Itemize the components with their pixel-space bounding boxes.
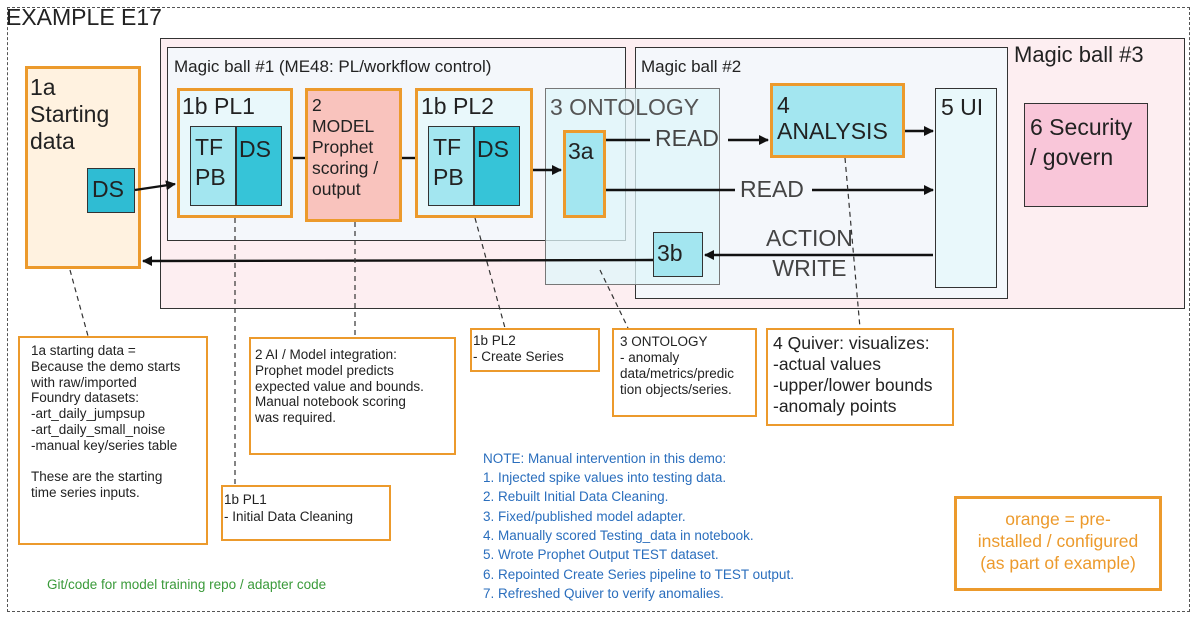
example-frame (7, 7, 1190, 612)
annotation-1a-box (18, 336, 208, 545)
ds-pl2-box (474, 126, 520, 206)
ds-starting-label: DS (92, 176, 124, 202)
starting-data-box (25, 66, 141, 269)
node-3a-box (563, 130, 606, 218)
pl1-label: 1b PL1 (182, 93, 255, 119)
tf-pb-label-2: TF PB (433, 134, 464, 190)
note-title: NOTE: Manual intervention in this demo: (483, 451, 727, 466)
annotation-pl2-box (470, 328, 600, 372)
tf-pb-box-1 (190, 126, 236, 206)
model-box (305, 88, 402, 222)
note-item-5: 5. Wrote Prophet Output TEST dataset. (483, 547, 719, 562)
annotation-analysis-box (766, 328, 954, 426)
ui-label: 5 UI (941, 94, 984, 120)
ds-pl1-box (236, 126, 282, 206)
note-item-3: 3. Fixed/published model adapter. (483, 509, 686, 524)
annotation-1a: 1a starting data = Because the demo star… (31, 343, 181, 501)
node-3a-label: 3a (568, 138, 594, 164)
annotation-2-box (249, 337, 456, 455)
security-label: 6 Security / govern (1030, 114, 1133, 170)
analysis-box (770, 83, 905, 158)
note-item-4: 4. Manually scored Testing_data in noteb… (483, 528, 754, 543)
page-title: EXAMPLE E17 (6, 4, 162, 30)
annotation-2: 2 AI / Model integration: Prophet model … (255, 347, 424, 426)
legend-text: orange = pre- installed / configured (as… (977, 509, 1139, 573)
annotation-ontology: 3 ONTOLOGY - anomaly data/metrics/predic… (620, 334, 735, 397)
magic-ball-3-label: Magic ball #3 (1014, 42, 1144, 67)
tf-pb-label-1: TF PB (195, 134, 226, 190)
magic-ball-1-label: Magic ball #1 (ME48: PL/workflow control… (174, 57, 492, 76)
starting-data-label: 1a Starting data (30, 74, 110, 154)
magic-ball-2-label: Magic ball #2 (641, 57, 742, 76)
git-note: Git/code for model training repo / adapt… (47, 577, 327, 592)
read-label-2: READ (740, 176, 804, 202)
model-label: 2 MODEL Prophet scoring / output (312, 95, 379, 199)
node-3b-box (653, 232, 703, 277)
note-item-6: 6. Repointed Create Series pipeline to T… (483, 567, 794, 582)
tf-pb-box-2 (428, 126, 474, 206)
read-label-1: READ (655, 125, 719, 151)
annotation-pl2: 1b PL2 - Create Series (473, 333, 564, 365)
note-item-1: 1. Injected spike values into testing da… (483, 470, 727, 485)
ds-pl2-label: DS (477, 136, 509, 162)
annotation-pl1: 1b PL1 - Initial Data Cleaning (224, 492, 354, 524)
security-box (1024, 103, 1148, 207)
ds-pl1-label: DS (239, 136, 271, 162)
annotation-analysis: 4 Quiver: visualizes: -actual values -up… (773, 333, 933, 416)
analysis-label: 4 ANALYSIS (777, 92, 888, 145)
annotation-pl1-box (221, 485, 391, 541)
ds-starting-box (87, 168, 135, 213)
annotation-ontology-box (612, 328, 757, 417)
ui-box (935, 88, 997, 288)
node-3b-label: 3b (657, 240, 683, 266)
note-item-7: 7. Refreshed Quiver to verify anomalies. (483, 586, 724, 601)
note-item-2: 2. Rebuilt Initial Data Cleaning. (483, 489, 669, 504)
legend-box (954, 496, 1162, 591)
ontology-label: 3 ONTOLOGY (550, 94, 700, 120)
action-write-label: ACTION WRITE (766, 225, 853, 281)
pl2-label: 1b PL2 (421, 93, 494, 119)
